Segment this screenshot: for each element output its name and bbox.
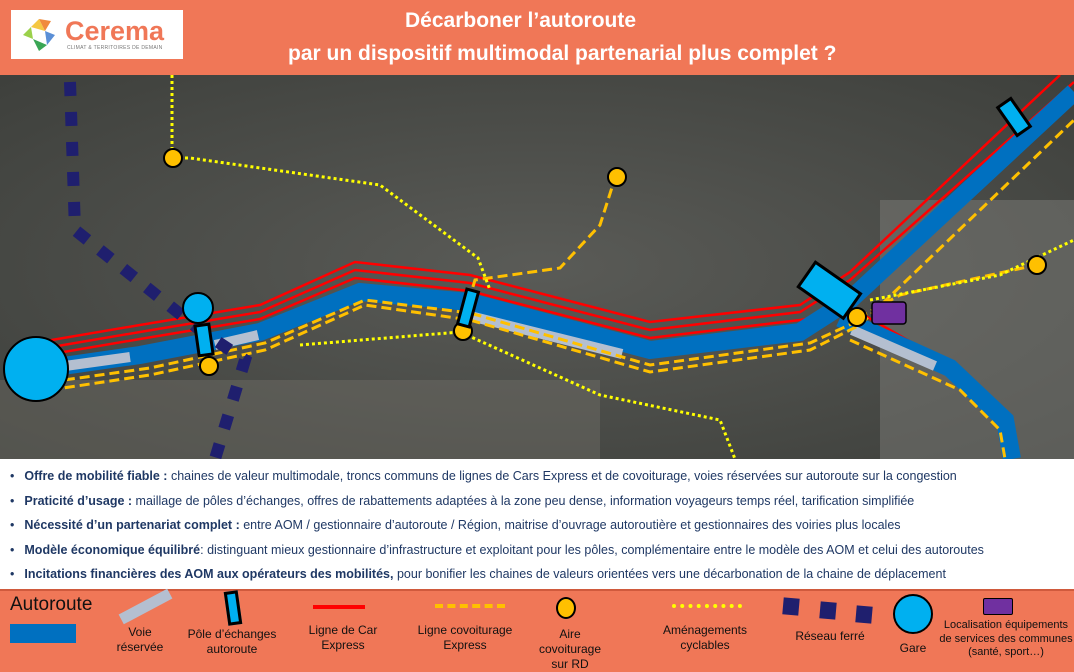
legend-gare-label: Gare bbox=[899, 641, 927, 655]
title-line-1: Décarboner l’autoroute bbox=[405, 9, 637, 32]
bullet-item: Nécessité d’un partenariat complet : ent… bbox=[10, 513, 1074, 538]
header: Cerema CLIMAT & TERRITOIRES DE DEMAIN Dé… bbox=[0, 0, 1074, 75]
aires-covoiturage bbox=[163, 148, 1047, 376]
legend-pole-label: Pôle d’échanges autoroute bbox=[187, 627, 277, 656]
legend-car-label: Ligne de Car Express bbox=[308, 623, 378, 652]
legend-covoit-swatch bbox=[435, 604, 505, 608]
logo-tagline: CLIMAT & TERRITOIRES DE DEMAIN bbox=[67, 45, 163, 51]
cerema-logo: Cerema CLIMAT & TERRITOIRES DE DEMAIN bbox=[11, 10, 183, 59]
logo-star-icon bbox=[23, 18, 55, 51]
legend-fer-label: Réseau ferré bbox=[795, 629, 865, 643]
legend-cycl-label: Aménagements cyclables bbox=[662, 623, 748, 652]
title-line-2: par un dispositif multimodal partenarial… bbox=[288, 42, 837, 65]
bullet-item: Incitations financières des AOM aux opér… bbox=[10, 562, 1074, 587]
legend-aire-label: Aire covoiturage sur RD bbox=[538, 627, 602, 671]
bullet-item: Offre de mobilité fiable : chaines de va… bbox=[10, 464, 1074, 489]
bullet-item: Modèle économique équilibré: distinguant… bbox=[10, 538, 1074, 563]
legend-autoroute-swatch bbox=[10, 624, 76, 643]
legend-gare-swatch bbox=[893, 594, 933, 634]
poles-echanges bbox=[193, 96, 1033, 358]
gares bbox=[3, 292, 214, 402]
map bbox=[0, 74, 1074, 461]
legend-cycl-swatch bbox=[672, 604, 742, 608]
legend-voie-swatch bbox=[118, 588, 173, 625]
legend-autoroute-label: Autoroute bbox=[10, 594, 93, 615]
autoroute-branch bbox=[836, 309, 1021, 461]
logo-name: Cerema bbox=[65, 16, 165, 46]
legend-covoit-label: Ligne covoiturage Express bbox=[417, 623, 513, 652]
legend-equip-label: Localisation équipements de services des… bbox=[939, 619, 1073, 658]
legend-pole-swatch bbox=[223, 590, 243, 626]
equipement-marker bbox=[871, 301, 907, 325]
legend-equip-swatch bbox=[983, 598, 1013, 615]
legend-car-swatch bbox=[313, 605, 365, 609]
legend-aire-swatch bbox=[556, 597, 576, 619]
bullet-list: Offre de mobilité fiable : chaines de va… bbox=[0, 459, 1074, 589]
legend: Autoroute Voie réservée Pôle d’échanges … bbox=[0, 588, 1074, 671]
bullet-item: Praticité d’usage : maillage de pôles d’… bbox=[10, 489, 1074, 514]
cyclable-lines bbox=[170, 75, 1074, 460]
legend-voie-label: Voie réservée bbox=[116, 625, 164, 654]
